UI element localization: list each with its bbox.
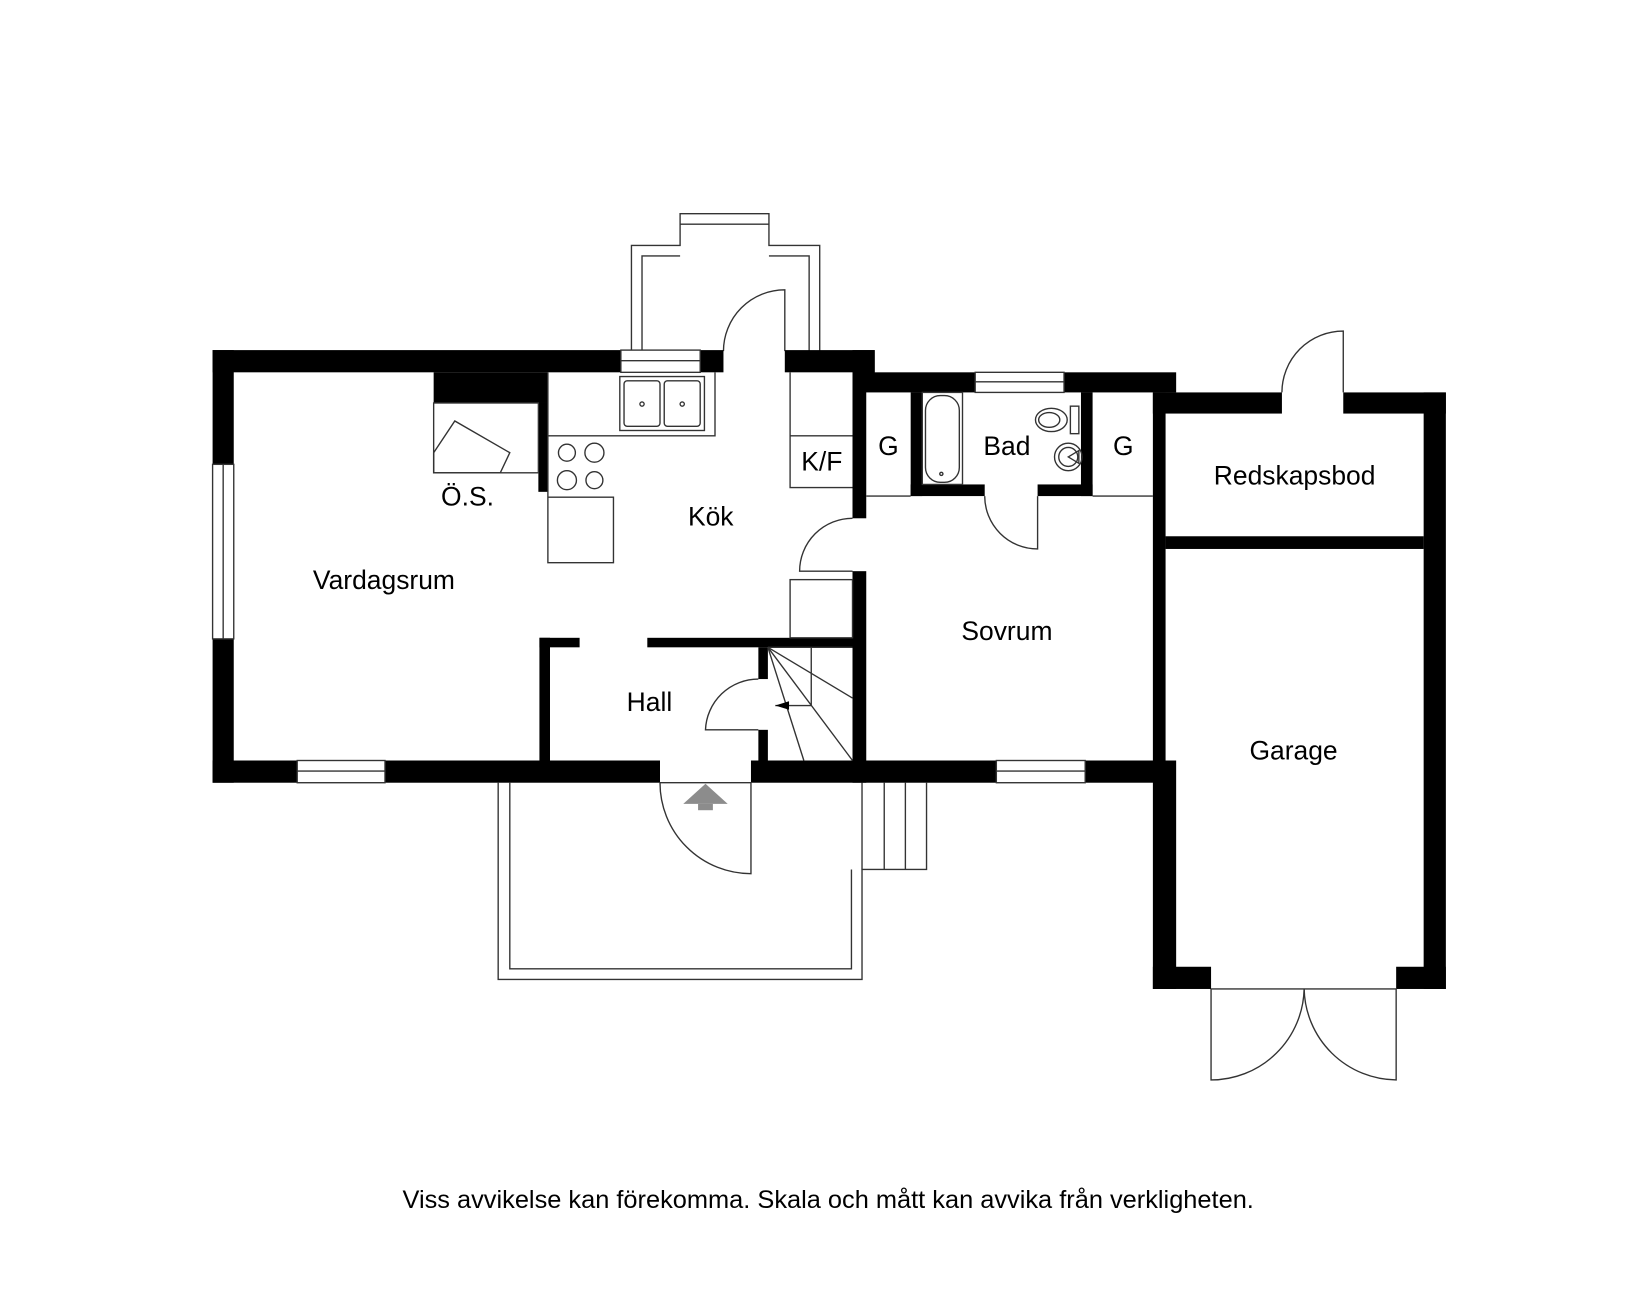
room-label-wardrobe-2: G xyxy=(1113,431,1134,461)
walls xyxy=(212,350,1446,989)
room-label-redskapsbod: Redskapsbod xyxy=(1214,460,1376,490)
doors xyxy=(704,330,1397,1081)
room-label-wardrobe-1: G xyxy=(878,431,899,461)
bathtub-icon xyxy=(921,391,964,486)
room-label-fridge-freezer: K/F xyxy=(801,447,842,477)
toilet-icon xyxy=(1034,405,1080,435)
room-label-sovrum: Sovrum xyxy=(961,616,1052,646)
stove-hob-icon xyxy=(556,442,605,491)
staircase xyxy=(767,646,854,761)
fridge-freezer xyxy=(789,372,854,639)
front-deck xyxy=(497,782,928,981)
entrance-arrow-icon xyxy=(683,783,728,811)
kitchen-counter xyxy=(547,372,716,564)
room-label-kok: Kök xyxy=(688,502,734,532)
rear-entry-porch xyxy=(630,212,821,352)
room-label-open-fireplace: Ö.S. xyxy=(441,482,494,512)
room-label-bad: Bad xyxy=(983,431,1030,461)
room-label-garage: Garage xyxy=(1249,735,1337,765)
room-label-vardagsrum: Vardagsrum xyxy=(313,565,455,595)
rear-door xyxy=(722,289,786,352)
disclaimer-text: Viss avvikelse kan förekomma. Skala och … xyxy=(402,1186,1253,1214)
stove-fireplace xyxy=(432,402,540,474)
room-label-hall: Hall xyxy=(627,687,673,717)
front-door xyxy=(659,782,752,875)
sink-icon xyxy=(1053,442,1083,472)
windows xyxy=(211,349,1086,784)
